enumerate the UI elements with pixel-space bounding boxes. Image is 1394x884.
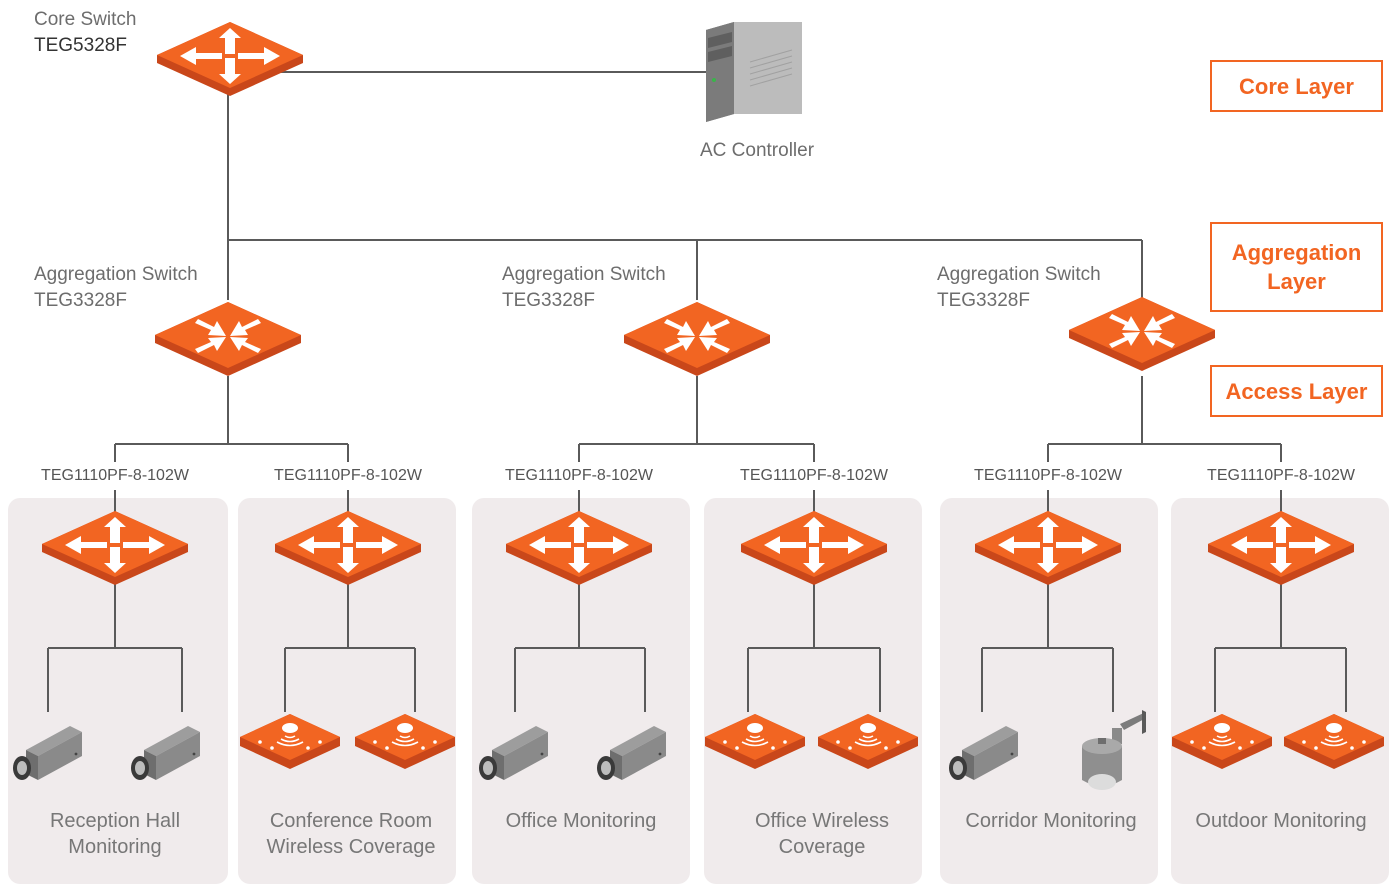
- aggregation-switch-model-2: TEG3328F: [502, 290, 595, 311]
- core-layer-label: Core Layer: [1239, 73, 1354, 99]
- aggregation-switch-model-1: TEG3328F: [34, 290, 127, 311]
- access-caption-2: Conference Room Wireless Coverage: [246, 808, 456, 860]
- access-panel-1: [8, 498, 228, 884]
- access-panels: [8, 498, 1389, 884]
- core-switch-label: Core Switch: [34, 9, 137, 30]
- access-switch-model-6: TEG1110PF-8-102W: [1207, 467, 1355, 484]
- access-switch-model-1: TEG1110PF-8-102W: [41, 467, 189, 484]
- access-caption-1-line2: Monitoring: [68, 836, 162, 858]
- aggregation-switch-icon-3: [1069, 297, 1215, 371]
- access-caption-2-line1: Conference Room: [269, 810, 433, 832]
- access-panel-4: [704, 498, 922, 884]
- access-switch-model-2: TEG1110PF-8-102W: [274, 467, 422, 484]
- access-switch-model-4: TEG1110PF-8-102W: [740, 467, 888, 484]
- aggregation-layer-box: Aggregation Layer: [1210, 222, 1383, 312]
- ac-controller-server-icon: [706, 22, 802, 122]
- access-caption-4-line1: Office Wireless: [754, 810, 890, 832]
- access-caption-1: Reception Hall Monitoring: [10, 808, 220, 860]
- access-caption-2-line2: Wireless Coverage: [266, 836, 436, 858]
- access-caption-4: Office Wireless Coverage: [717, 808, 927, 860]
- connection-lines: [47, 71, 1347, 712]
- access-caption-5: Corridor Monitoring: [946, 808, 1156, 834]
- access-caption-3: Office Monitoring: [476, 808, 686, 834]
- aggregation-switch-label-2: Aggregation Switch: [502, 264, 666, 285]
- access-panel-3: [472, 498, 690, 884]
- access-layer-box: Access Layer: [1210, 365, 1383, 417]
- aggregation-layer-label-line1: Aggregation: [1231, 240, 1362, 265]
- access-caption-3-line1: Office Monitoring: [505, 810, 657, 832]
- core-switch-icon: [157, 22, 303, 96]
- aggregation-switch-icon-2: [624, 302, 770, 376]
- access-layer-label: Access Layer: [1225, 378, 1368, 404]
- core-layer-box: Core Layer: [1210, 60, 1383, 112]
- aggregation-switch-icon-1: [155, 302, 301, 376]
- access-panel-2: [238, 498, 456, 884]
- access-switch-model-3: TEG1110PF-8-102W: [505, 467, 653, 484]
- aggregation-layer-label-line2: Layer: [1267, 269, 1326, 294]
- access-panel-6: [1171, 498, 1389, 884]
- aggregation-switch-model-3: TEG3328F: [937, 290, 1030, 311]
- access-caption-1-line1: Reception Hall: [49, 810, 181, 832]
- access-caption-6-line1: Outdoor Monitoring: [1195, 810, 1367, 832]
- aggregation-switch-label-3: Aggregation Switch: [937, 264, 1101, 285]
- core-switch-model: TEG5328F: [34, 35, 127, 56]
- access-switch-model-5: TEG1110PF-8-102W: [974, 467, 1122, 484]
- access-caption-6: Outdoor Monitoring: [1176, 808, 1386, 834]
- aggregation-switch-label-1: Aggregation Switch: [34, 264, 198, 285]
- ac-controller-label: AC Controller: [700, 140, 815, 161]
- access-caption-4-line2: Coverage: [778, 836, 866, 858]
- access-caption-5-line1: Corridor Monitoring: [965, 810, 1137, 832]
